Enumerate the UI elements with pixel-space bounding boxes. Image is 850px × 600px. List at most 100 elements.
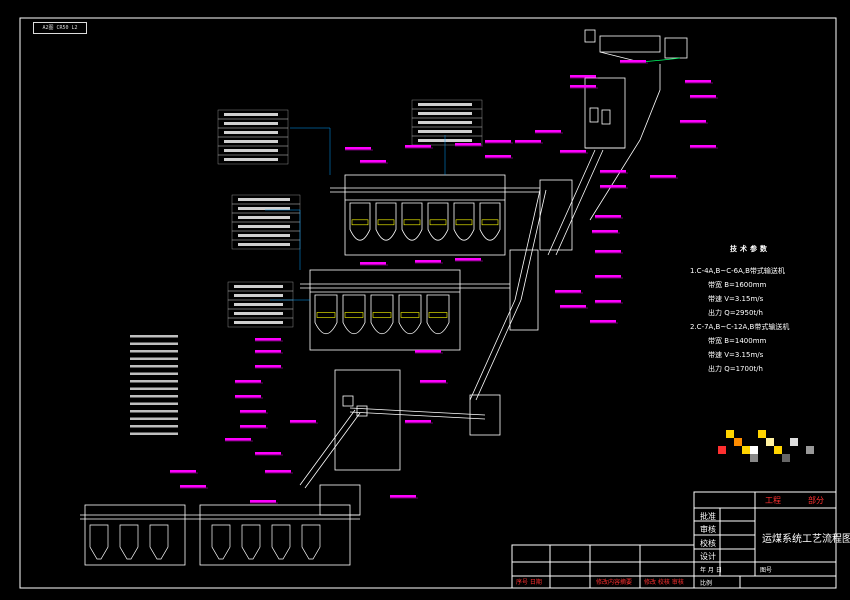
callout-text — [590, 320, 616, 323]
callout-text — [180, 485, 206, 488]
callout-text — [250, 500, 276, 503]
technical-parameters: 技术参数 1.C-4A,B~C-6A,B带式输送机 带宽 B=1600mm 带速… — [690, 244, 810, 376]
tag-table-cell — [217, 154, 289, 165]
tag-table-cell — [227, 317, 294, 328]
legend-line — [130, 357, 178, 360]
bunker-tag-box — [400, 312, 420, 318]
tag-table-text-line — [224, 131, 278, 134]
tag-table-text-line — [224, 113, 278, 116]
tag-table-text-line — [418, 121, 472, 124]
tb-drawing-title: 运煤系统工艺流程图 — [762, 534, 850, 545]
callout-text — [390, 495, 416, 498]
silo-hopper — [241, 524, 261, 560]
coal-bunker — [314, 294, 338, 335]
callout-text — [415, 350, 441, 353]
bunker-tag-box — [372, 312, 392, 318]
bunker-tag-box — [316, 312, 336, 318]
top-hopper-group — [584, 29, 688, 221]
callout-text — [595, 275, 621, 278]
callout-text — [535, 130, 561, 133]
legend-line — [130, 395, 178, 398]
callout-text — [690, 95, 716, 98]
tag-table-text-line — [234, 312, 283, 315]
coal-bunker — [370, 294, 394, 335]
legend-line — [130, 365, 178, 368]
tag-table-text-line — [238, 243, 290, 246]
tb-scale: 比例 — [700, 580, 713, 587]
silo-hopper — [211, 524, 231, 560]
tag-table-text-line — [234, 285, 283, 288]
coal-bunker — [426, 294, 450, 335]
tag-table-text-line — [238, 225, 290, 228]
callout-text — [485, 140, 511, 143]
callout-text — [560, 150, 586, 153]
coal-bunker — [349, 202, 371, 241]
tb-design: 设计 — [700, 552, 716, 561]
legend-line — [130, 372, 178, 375]
legend-list — [130, 335, 178, 435]
coal-bunker — [453, 202, 475, 241]
callout-text — [255, 338, 281, 341]
silo-hopper — [271, 524, 291, 560]
tag-table-text-line — [238, 216, 290, 219]
bottom-bunkers — [89, 524, 321, 560]
conveyor2-speed: 带速 V=3.15m/s — [708, 351, 764, 359]
coal-bunker — [398, 294, 422, 335]
callout-text — [515, 140, 541, 143]
conveyor1-width: 带宽 B=1600mm — [708, 281, 767, 289]
callout-text — [650, 175, 676, 178]
callout-text — [595, 215, 621, 218]
middle-bunkers — [314, 294, 450, 335]
legend-line — [130, 432, 178, 435]
tag-table-text-line — [418, 103, 472, 106]
bunker-tag-box — [377, 219, 395, 226]
legend-line — [130, 410, 178, 413]
coal-bunker — [427, 202, 449, 241]
bunker-tag-box — [344, 312, 364, 318]
callout-text — [455, 258, 481, 261]
callout-text — [600, 185, 626, 188]
tag-table-text-line — [234, 294, 283, 297]
tag-table-text-line — [224, 149, 278, 152]
silo-hopper — [149, 524, 169, 560]
tag-table-text-line — [238, 198, 290, 201]
callout-text — [360, 160, 386, 163]
callout-text — [170, 470, 196, 473]
callout-text — [600, 170, 626, 173]
drawing-frame — [19, 17, 837, 589]
callout-text — [485, 155, 511, 158]
callout-text — [235, 395, 261, 398]
bottom-bunker-bay — [80, 504, 360, 566]
silo-hopper — [119, 524, 139, 560]
callout-text — [240, 425, 266, 428]
mosaic-logo — [718, 430, 814, 462]
revision-block — [511, 544, 695, 589]
callout-text — [405, 420, 431, 423]
rev-seq: 序号 日期 — [516, 579, 542, 586]
tb-drawing-no: 图号 — [760, 567, 773, 574]
title-block — [693, 491, 837, 589]
transfer-towers — [319, 179, 573, 516]
rev-content: 修改内容摘要 — [596, 579, 633, 586]
bunker-tag-box — [428, 312, 448, 318]
tag-table-text-line — [234, 321, 283, 324]
callout-text — [570, 75, 596, 78]
legend-line — [130, 350, 178, 353]
legend-line — [130, 417, 178, 420]
legend-line — [130, 380, 178, 383]
tag-table-text-line — [224, 122, 278, 125]
callout-text — [405, 145, 431, 148]
callout-text — [620, 60, 646, 63]
callout-text — [255, 452, 281, 455]
callout-text — [240, 410, 266, 413]
tag-table-text-line — [238, 207, 290, 210]
callout-text — [560, 305, 586, 308]
conveyor2-name: 2.C-7A,B~C-12A,B带式输送机 — [690, 323, 790, 331]
bunker-tag-box — [481, 219, 499, 226]
tb-date: 年 月 日 — [700, 567, 722, 574]
upper-bunkers — [349, 202, 501, 241]
callout-text — [225, 438, 251, 441]
callout-text — [595, 250, 621, 253]
callout-text — [360, 262, 386, 265]
